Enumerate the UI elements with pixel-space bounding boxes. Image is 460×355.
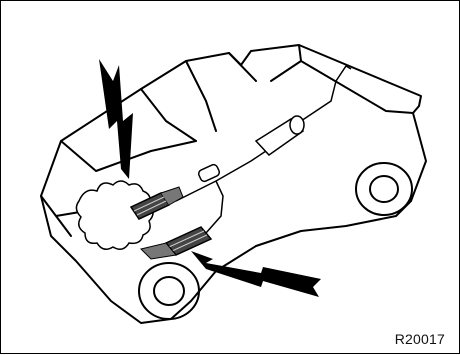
muffler [256, 116, 304, 155]
pointer-arrow-top [99, 59, 133, 179]
exhaust-pipe-lower [206, 181, 223, 233]
rear-wheel [356, 163, 412, 215]
cab-outline [141, 53, 256, 141]
catalytic-converter-lower [141, 227, 211, 259]
exhaust-pipe-main [176, 151, 266, 201]
figure-code: R20017 [395, 331, 445, 347]
pointer-arrow-right [191, 251, 321, 297]
front-wheel [139, 263, 199, 319]
tailpipe [301, 66, 351, 121]
truck-body [41, 45, 426, 323]
truck-bed [271, 45, 413, 113]
